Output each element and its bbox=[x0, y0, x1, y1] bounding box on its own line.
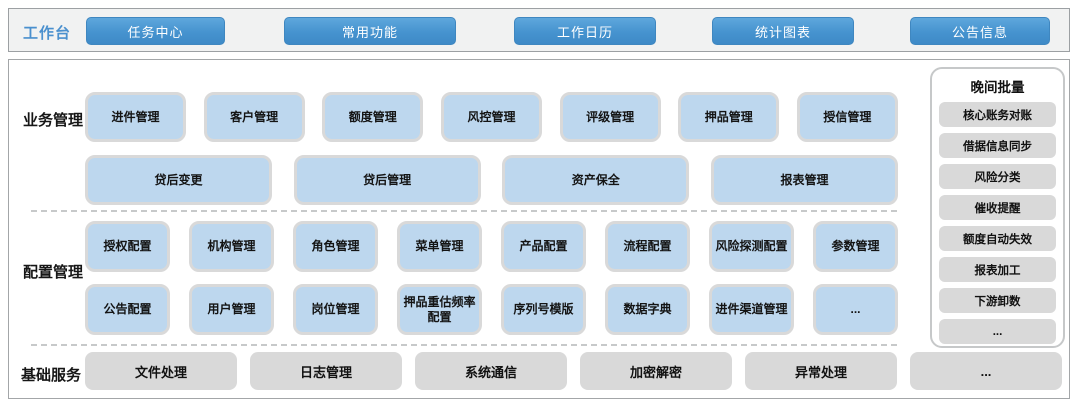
night-batch-item: ... bbox=[939, 319, 1056, 344]
section-label-config: 配置管理 bbox=[23, 264, 84, 281]
workbench-bar: 工作台 任务中心 常用功能 工作日历 统计图表 公告信息 bbox=[8, 8, 1070, 52]
night-batch-item: 额度自动失效 bbox=[939, 226, 1056, 251]
config-module-box: 用户管理 bbox=[189, 284, 274, 335]
business-module-box: 贷后变更 bbox=[85, 155, 272, 205]
config-module-box: 公告配置 bbox=[85, 284, 170, 335]
section-divider bbox=[31, 210, 897, 212]
config-module-box: 数据字典 bbox=[605, 284, 690, 335]
business-module-box: 客户管理 bbox=[203, 92, 305, 142]
night-batch-panel: 晚间批量 核心账务对账借据信息同步风险分类催收提醒额度自动失效报表加工下游卸数.… bbox=[930, 67, 1065, 348]
config-module-box: 押品重估频率配置 bbox=[397, 284, 482, 335]
night-batch-item: 催收提醒 bbox=[939, 195, 1056, 220]
night-batch-item: 风险分类 bbox=[939, 164, 1056, 189]
night-batch-item: 核心账务对账 bbox=[939, 102, 1056, 127]
config-row-1: 授权配置机构管理角色管理菜单管理产品配置流程配置风险探测配置参数管理 bbox=[85, 221, 898, 272]
system-modules-panel: 业务管理 进件管理客户管理额度管理风控管理评级管理押品管理授信管理 贷后变更贷后… bbox=[8, 59, 1070, 399]
workbench-button: 工作日历 bbox=[514, 17, 656, 45]
night-batch-item: 借据信息同步 bbox=[939, 133, 1056, 158]
business-module-box: 授信管理 bbox=[796, 92, 898, 142]
base-service-box: 加密解密 bbox=[580, 352, 732, 390]
workbench-button: 公告信息 bbox=[910, 17, 1050, 45]
business-module-box: 押品管理 bbox=[678, 92, 780, 142]
section-label-base-services: 基础服务 bbox=[21, 367, 82, 384]
config-module-box: 流程配置 bbox=[605, 221, 690, 272]
config-module-box: 参数管理 bbox=[813, 221, 898, 272]
workbench-label: 工作台 bbox=[23, 25, 72, 42]
night-batch-item: 下游卸数 bbox=[939, 288, 1056, 313]
config-module-box: 岗位管理 bbox=[293, 284, 378, 335]
config-module-box: 授权配置 bbox=[85, 221, 170, 272]
night-batch-item: 报表加工 bbox=[939, 257, 1056, 282]
base-service-box: 系统通信 bbox=[415, 352, 567, 390]
config-row-2: 公告配置用户管理岗位管理押品重估频率配置序列号模版数据字典进件渠道管理... bbox=[85, 284, 898, 335]
night-batch-items: 核心账务对账借据信息同步风险分类催收提醒额度自动失效报表加工下游卸数... bbox=[932, 96, 1063, 344]
config-module-box: 菜单管理 bbox=[397, 221, 482, 272]
business-row-2: 贷后变更贷后管理资产保全报表管理 bbox=[85, 155, 898, 205]
base-service-box: ... bbox=[910, 352, 1062, 390]
business-module-box: 额度管理 bbox=[322, 92, 424, 142]
business-module-box: 进件管理 bbox=[85, 92, 186, 142]
section-label-business: 业务管理 bbox=[23, 112, 84, 129]
workbench-button: 统计图表 bbox=[712, 17, 854, 45]
config-module-box: 序列号模版 bbox=[501, 284, 586, 335]
config-module-box: 风险探测配置 bbox=[709, 221, 794, 272]
business-row-1: 进件管理客户管理额度管理风控管理评级管理押品管理授信管理 bbox=[85, 92, 898, 142]
business-module-box: 评级管理 bbox=[559, 92, 661, 142]
night-batch-title: 晚间批量 bbox=[970, 80, 1025, 95]
business-module-box: 报表管理 bbox=[710, 155, 898, 205]
config-module-box: 产品配置 bbox=[501, 221, 586, 272]
base-service-box: 日志管理 bbox=[250, 352, 402, 390]
base-service-box: 文件处理 bbox=[85, 352, 237, 390]
business-module-box: 资产保全 bbox=[502, 155, 690, 205]
config-module-box: 进件渠道管理 bbox=[709, 284, 794, 335]
business-module-box: 贷后管理 bbox=[293, 155, 481, 205]
config-module-box: ... bbox=[813, 284, 898, 335]
workbench-button: 任务中心 bbox=[86, 17, 225, 45]
base-service-box: 异常处理 bbox=[745, 352, 897, 390]
config-module-box: 角色管理 bbox=[293, 221, 378, 272]
section-divider bbox=[31, 344, 897, 346]
workbench-button: 常用功能 bbox=[284, 17, 456, 45]
base-services-row: 文件处理日志管理系统通信加密解密异常处理... bbox=[85, 352, 1062, 390]
config-module-box: 机构管理 bbox=[189, 221, 274, 272]
business-module-box: 风控管理 bbox=[440, 92, 542, 142]
